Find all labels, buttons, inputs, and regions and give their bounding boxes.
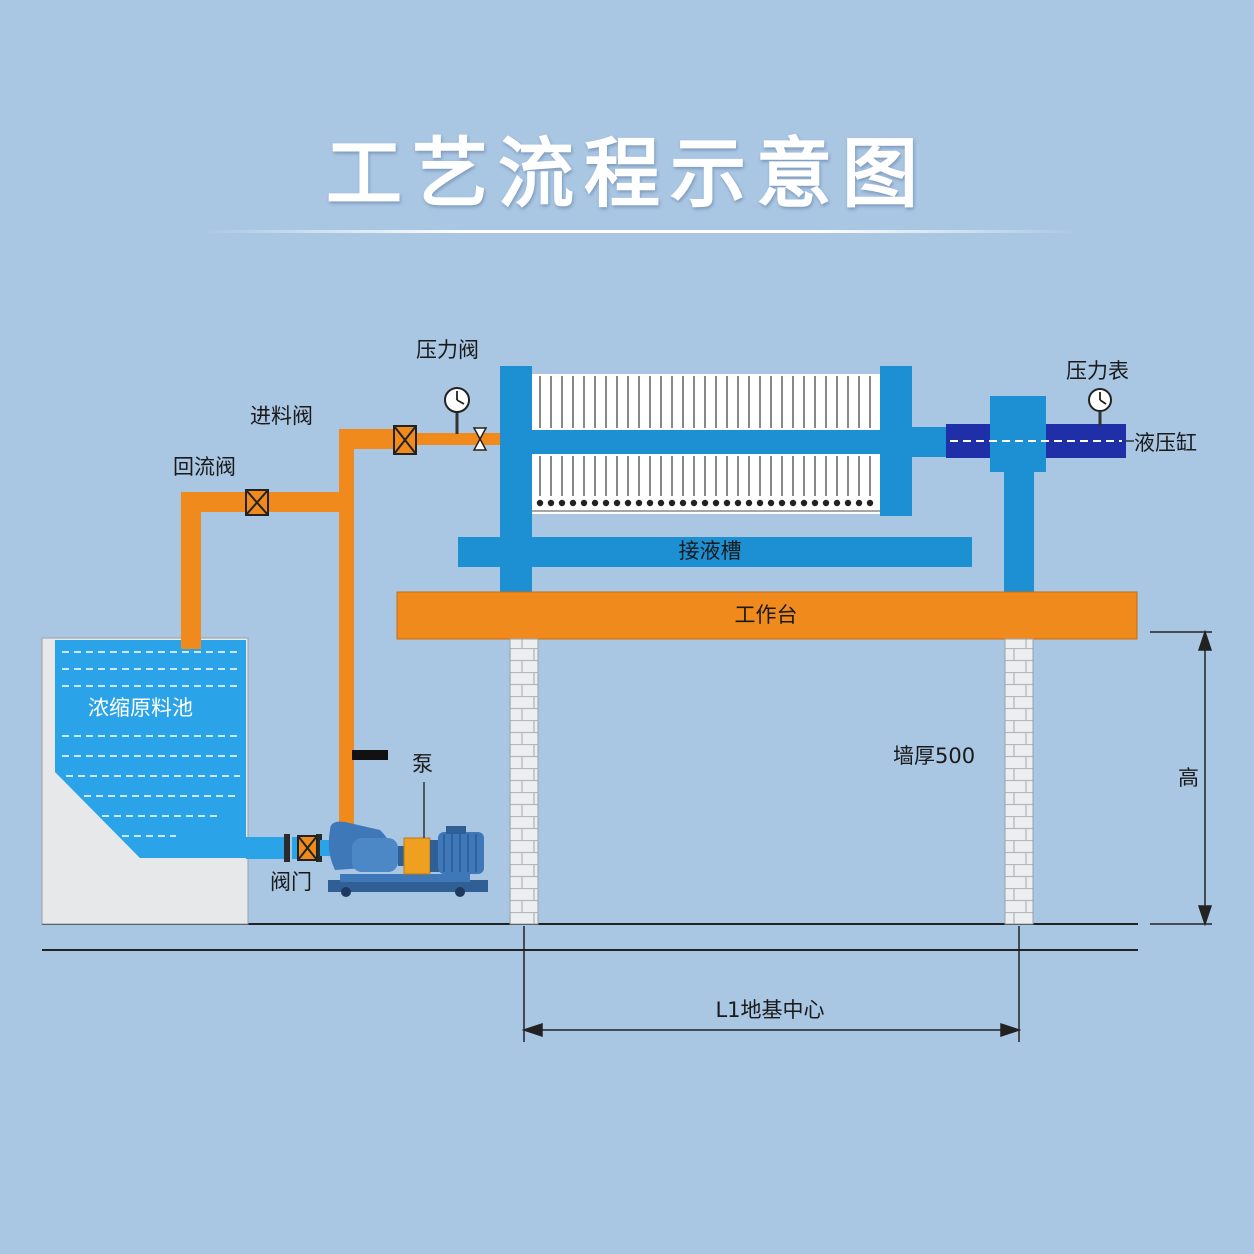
feed-valve-icon — [393, 425, 417, 455]
feed-pipe-top — [339, 429, 397, 449]
hydraulic-cylinder-label: 液压缸 — [1134, 431, 1197, 455]
pressure-valve-gauge-icon — [444, 387, 488, 451]
plate-lines-lower — [539, 456, 871, 496]
pressure-valve-label: 压力阀 — [416, 338, 479, 362]
wall-thickness-label: 墙厚500 — [893, 744, 976, 768]
pillar-left — [509, 638, 539, 925]
foundation-dimension — [521, 926, 1022, 1042]
feed-valve-label: 进料阀 — [250, 404, 313, 428]
press-connector — [912, 427, 948, 457]
ground-lines — [42, 923, 1138, 951]
diagram-title: 工艺流程示意图 — [326, 129, 928, 218]
return-pipe-vertical — [181, 492, 201, 649]
workbench-label: 工作台 — [734, 603, 798, 627]
outlet-valve-icon — [297, 835, 318, 861]
press-leg-left — [500, 530, 532, 592]
pressure-gauge-icon — [1088, 388, 1112, 426]
workbench — [396, 591, 1138, 640]
filter-press — [500, 366, 948, 592]
feed-pipe-vertical — [339, 429, 354, 840]
plate-lines-upper — [539, 376, 871, 428]
return-valve-label: 回流阀 — [173, 455, 236, 479]
orange-pipes — [181, 429, 503, 840]
pump-icon — [328, 782, 488, 897]
liquid-lines — [62, 651, 240, 837]
raw-material-tank — [41, 637, 249, 925]
hydraulic-stand — [990, 396, 1046, 592]
foundation-center-label: L1地基中心 — [715, 998, 825, 1022]
pillar-right — [1004, 638, 1034, 925]
title-underline — [200, 230, 1080, 233]
height-label: 高 — [1178, 766, 1199, 790]
collection-trough — [458, 537, 972, 567]
height-dimension — [1150, 629, 1213, 927]
tank-label: 浓缩原料池 — [88, 696, 193, 720]
press-beam — [532, 430, 880, 454]
pressure-gauge-label: 压力表 — [1066, 359, 1129, 383]
return-valve-icon — [245, 489, 269, 516]
pipe-marker — [352, 750, 388, 760]
pump-label: 泵 — [412, 752, 433, 776]
plates-upper — [532, 374, 880, 430]
drip-nozzles — [536, 499, 874, 507]
hydraulic-cylinder-icon — [946, 424, 1134, 458]
valve-label: 阀门 — [270, 870, 312, 894]
press-head-right — [880, 366, 912, 516]
outlet-pipe — [246, 834, 336, 862]
collection-trough-label: 接液槽 — [678, 539, 742, 563]
brick-pillars — [509, 638, 1034, 925]
feed-pipe-to-press — [415, 433, 503, 445]
